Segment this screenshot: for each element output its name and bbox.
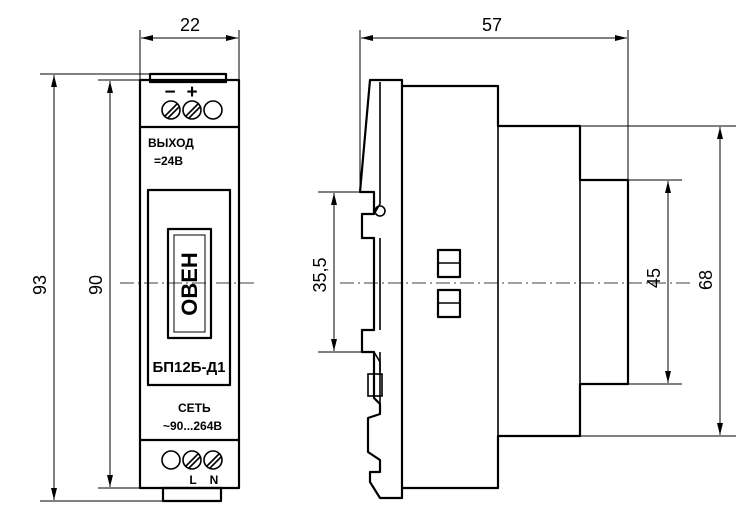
mains-voltage: ~90...264В (163, 419, 222, 433)
latch-top (373, 192, 381, 215)
latch-tab (367, 373, 383, 397)
dim-height-body-value: 90 (86, 275, 106, 295)
side-body-outline (358, 78, 630, 500)
output-label: ВЫХОД (148, 136, 194, 150)
dim-depth-value: 57 (482, 15, 502, 35)
terminal-l-label: L (189, 473, 196, 487)
top-cap (148, 72, 228, 84)
terminal-minus-label: − (164, 82, 175, 103)
terminal-hole-icon (161, 450, 181, 470)
side-dimensions: 57 35,5 45 68 (310, 15, 736, 437)
dim-rail-value: 35,5 (310, 257, 330, 292)
mains-label: СЕТЬ (178, 401, 211, 415)
front-window (146, 188, 232, 387)
front-view: − + ВЫХОД =24В ОВЕН БП12Б-Д1 СЕТЬ ~9 (120, 72, 258, 503)
dim-height-total-value: 93 (30, 275, 50, 295)
screw-terminal-icon (182, 450, 202, 470)
logo-text: ОВЕН (177, 252, 202, 316)
latch-pin (374, 205, 386, 217)
screw-terminal-icon (203, 450, 223, 470)
latch-bottom (373, 351, 381, 372)
model-label: БП12Б-Д1 (152, 359, 225, 376)
terminal-plus-label: + (186, 82, 197, 103)
dim-step-outer-value: 68 (696, 270, 716, 290)
connector-slots (436, 248, 462, 319)
terminal-n-label: N (210, 473, 219, 487)
screw-terminal-icon (182, 100, 202, 120)
screw-terminal-icon (161, 100, 181, 120)
dim-step-inner-value: 45 (644, 268, 664, 288)
front-dimensions: 22 93 90 (30, 15, 240, 502)
side-view (340, 78, 690, 500)
bottom-foot (161, 486, 223, 503)
output-voltage: =24В (154, 154, 183, 168)
logo-plate: ОВЕН (166, 227, 213, 340)
terminal-hole-icon (203, 100, 223, 120)
dim-width-value: 22 (180, 15, 200, 35)
